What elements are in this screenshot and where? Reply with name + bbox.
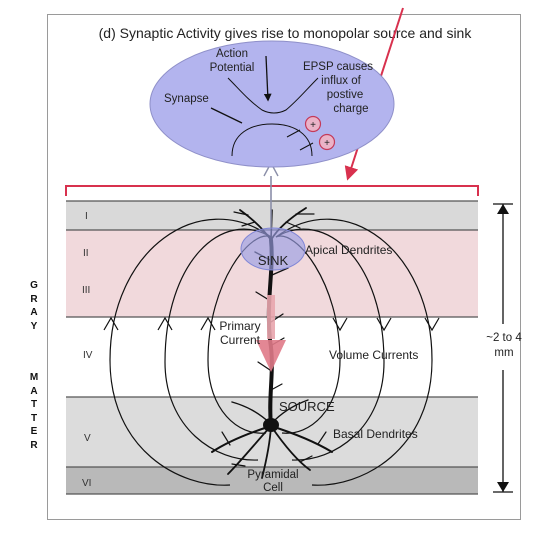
layer-label-i: I xyxy=(85,211,88,222)
layer-label-vi: VI xyxy=(82,478,91,489)
sink-region xyxy=(240,227,306,271)
postsynaptic-membrane xyxy=(231,123,313,157)
epsp-label-line4: charge xyxy=(333,103,368,115)
cortex-bracket xyxy=(65,185,479,196)
layer-label-v: V xyxy=(84,433,91,444)
source-label: SOURCE xyxy=(279,399,335,414)
layer-vi-band xyxy=(66,467,478,494)
positive-ion-2-sign: + xyxy=(324,138,330,149)
presynaptic-terminal xyxy=(227,77,319,114)
primary-current-label-line1: Primary xyxy=(219,319,260,333)
figure-title: (d) Synaptic Activity gives rise to mono… xyxy=(99,25,473,41)
synapse-inset: + + Action Potential Synapse EPSP causes… xyxy=(149,40,395,168)
layer-label-ii: II xyxy=(83,248,89,259)
synapse-label: Synapse xyxy=(164,93,209,105)
inset-ellipse xyxy=(149,40,395,168)
basal-dendrites-label: Basal Dendrites xyxy=(333,427,418,441)
epsp-label-line3: postive xyxy=(327,89,363,101)
positive-ion-1-sign: + xyxy=(310,120,316,131)
action-potential-label-line1: Action xyxy=(216,48,248,60)
epsp-label-line1: EPSP causes xyxy=(303,61,373,73)
pyramidal-cell-label-line1: Pyramidal xyxy=(247,469,298,481)
thickness-label-line2: mm xyxy=(494,347,513,359)
positive-ion-1 xyxy=(304,115,322,133)
layer-label-iv: IV xyxy=(83,350,93,361)
thickness-scale xyxy=(493,203,513,493)
pyramidal-cell-label-line2: Cell xyxy=(263,482,283,494)
volume-currents-label: Volume Currents xyxy=(329,348,418,362)
sink-label: SINK xyxy=(258,253,289,268)
positive-ion-2 xyxy=(318,133,336,151)
action-potential-label-line2: Potential xyxy=(210,62,255,74)
synapse-pointer xyxy=(210,107,243,124)
ion-flow-mark-2 xyxy=(299,142,314,151)
primary-current-label-line2: Current xyxy=(220,333,261,347)
primary-current-arrow xyxy=(256,295,286,372)
thickness-label-line1: ~2 to 4 xyxy=(486,332,522,344)
ion-flow-mark-1 xyxy=(286,129,301,138)
layer-label-iii: III xyxy=(82,285,90,296)
epsp-label-line2: influx of xyxy=(321,75,361,87)
apical-dendrites-label: Apical Dendrites xyxy=(305,243,392,257)
action-potential-arrow xyxy=(263,55,272,102)
